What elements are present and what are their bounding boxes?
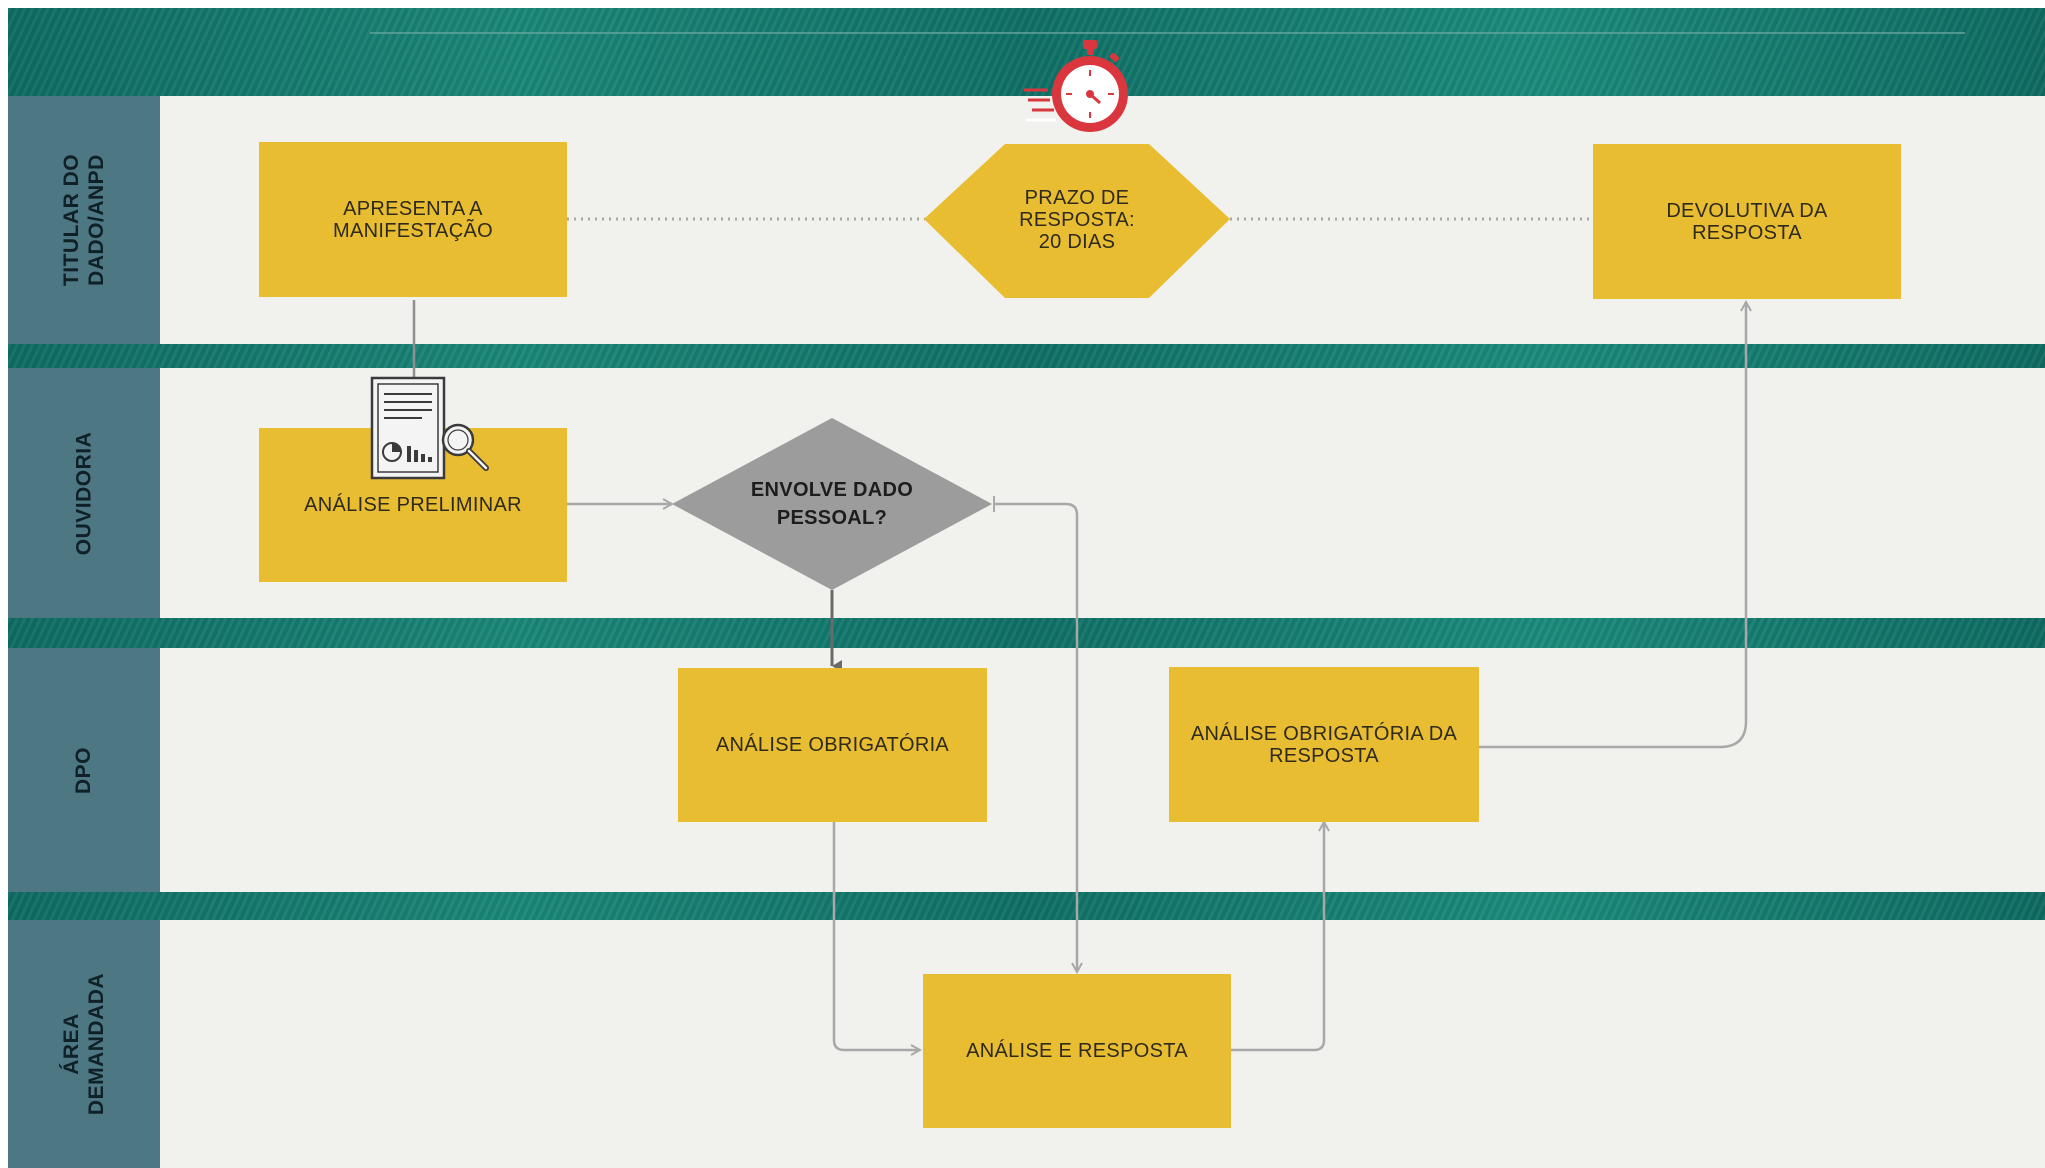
lane-separator bbox=[8, 344, 2045, 368]
connector-arrow bbox=[1230, 822, 1324, 1052]
header-rule bbox=[370, 32, 1965, 34]
node-analise-e-resposta: ANÁLISE E RESPOSTA bbox=[923, 974, 1231, 1128]
node-apresenta-manifestacao: APRESENTA A MANIFESTAÇÃO bbox=[259, 142, 567, 297]
decision-label: ENVOLVE DADO PESSOAL? bbox=[750, 479, 914, 529]
lane-separator bbox=[8, 618, 2045, 648]
document-search-icon bbox=[368, 376, 494, 484]
lane-label-titular: TITULAR DO DADO/ANPD bbox=[8, 96, 160, 344]
node-devolutiva-resposta: DEVOLUTIVA DA RESPOSTA bbox=[1593, 144, 1901, 299]
stopwatch-icon bbox=[1020, 38, 1130, 138]
node-analise-preliminar-label: ANÁLISE PRELIMINAR bbox=[304, 494, 522, 516]
node-analise-obrigatoria-resposta: ANÁLISE OBRIGATÓRIA DA RESPOSTA bbox=[1169, 667, 1479, 822]
deadline-hexagon bbox=[924, 144, 1230, 298]
header-band bbox=[8, 8, 2045, 96]
lane-label-ouvidoria: OUVIDORIA bbox=[8, 368, 160, 618]
connector-arrow bbox=[832, 822, 920, 1050]
connector-arrow bbox=[994, 502, 1077, 972]
lane-separator bbox=[8, 892, 2045, 920]
node-analise-obrigatoria: ANÁLISE OBRIGATÓRIA bbox=[678, 668, 987, 822]
lane-label-dpo: DPO bbox=[8, 648, 160, 892]
deadline-label: PRAZO DE RESPOSTA: 20 DIAS bbox=[1019, 187, 1135, 253]
lane-body-dpo bbox=[160, 648, 2045, 892]
decision-diamond bbox=[672, 418, 992, 590]
connector-arrow bbox=[1466, 302, 1746, 749]
lane-label-area: ÁREA DEMANDADA bbox=[8, 920, 160, 1168]
